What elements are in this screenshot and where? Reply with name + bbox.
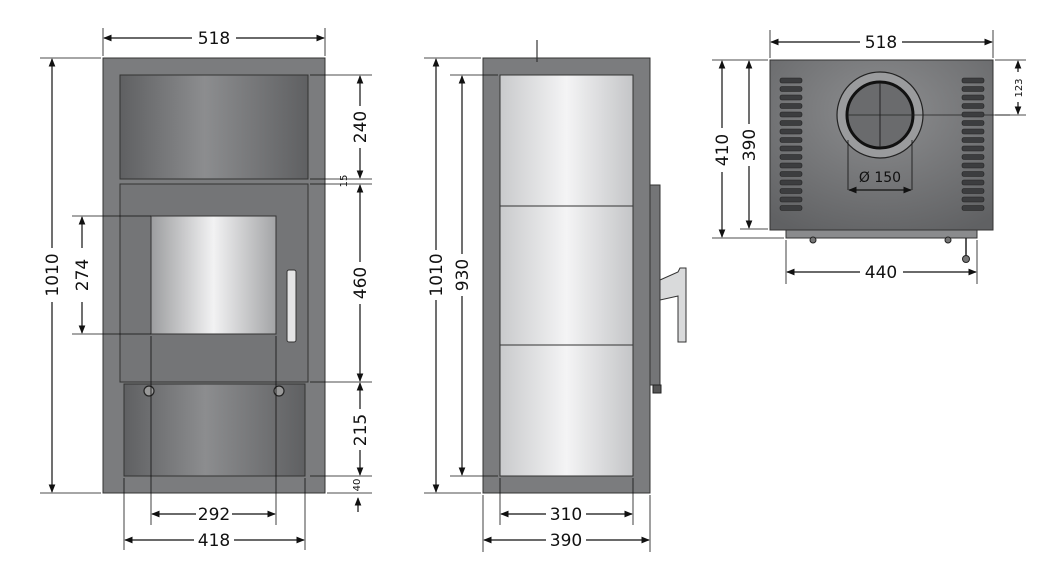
vent-slot bbox=[961, 86, 985, 92]
base-width-label: 418 bbox=[198, 531, 230, 551]
side-inner-height-label: 930 bbox=[453, 259, 473, 291]
lower-height-label: 215 bbox=[351, 414, 371, 446]
top-panel bbox=[119, 74, 309, 180]
vent-slot bbox=[779, 103, 803, 109]
window-width-label: 292 bbox=[198, 505, 230, 525]
hinge-left bbox=[143, 385, 155, 397]
vent-slot bbox=[961, 179, 985, 186]
vent-slot bbox=[961, 137, 985, 143]
top-view: 518 410 390 123 Ø 150 440 bbox=[712, 30, 1026, 284]
gap-label: 15 bbox=[339, 175, 350, 188]
vent-slot bbox=[961, 103, 985, 109]
plinth-label: 40 bbox=[352, 479, 363, 492]
top-width-label: 518 bbox=[865, 33, 897, 53]
vent-slots-right bbox=[961, 77, 985, 211]
vent-slot bbox=[779, 137, 803, 143]
vent-slot bbox=[779, 86, 803, 92]
front-width-label: 518 bbox=[198, 29, 230, 49]
vent-slot bbox=[961, 205, 985, 211]
top-panel-label: 240 bbox=[351, 111, 371, 143]
side-panel-middle bbox=[499, 205, 634, 346]
hinge-right bbox=[273, 385, 285, 397]
vent-slot bbox=[779, 154, 803, 160]
vent-slot bbox=[779, 188, 803, 194]
top-depth-label: 410 bbox=[713, 134, 733, 166]
front-height-label: 1010 bbox=[43, 253, 63, 296]
vent-slot bbox=[779, 111, 803, 118]
side-height-label: 1010 bbox=[427, 253, 447, 296]
vent-slot bbox=[961, 128, 985, 135]
vent-slot bbox=[961, 171, 985, 177]
vent-slot bbox=[961, 111, 985, 118]
foot-left bbox=[809, 236, 817, 244]
flue-diameter-label: Ø 150 bbox=[859, 170, 901, 186]
vent-slot bbox=[961, 154, 985, 160]
side-depth-label: 390 bbox=[550, 531, 582, 551]
door-window bbox=[150, 215, 277, 335]
top-base-width-label: 440 bbox=[865, 263, 897, 283]
top-inner-depth-label: 390 bbox=[740, 129, 760, 161]
foot-right bbox=[944, 236, 952, 244]
side-inner-width-label: 310 bbox=[550, 505, 582, 525]
side-view: 1010 930 310 390 bbox=[424, 40, 687, 552]
vent-slot bbox=[779, 120, 803, 126]
door-height-label: 460 bbox=[351, 267, 371, 299]
vent-slot bbox=[779, 162, 803, 169]
side-panel-bottom bbox=[499, 344, 634, 477]
vent-slot bbox=[961, 120, 985, 126]
lower-panel bbox=[123, 383, 306, 477]
vent-slots-left bbox=[779, 77, 803, 211]
front-view: 518 1010 274 240 15 460 215 40 292 418 bbox=[40, 28, 372, 551]
vent-slot bbox=[961, 162, 985, 169]
vent-slot bbox=[961, 196, 985, 203]
side-panel-top bbox=[499, 74, 634, 207]
side-hinge bbox=[652, 384, 662, 394]
vent-slot bbox=[961, 145, 985, 152]
door-edge bbox=[649, 184, 661, 386]
vent-slot bbox=[961, 77, 985, 84]
side-handle bbox=[659, 267, 687, 343]
vent-slot bbox=[779, 77, 803, 84]
vent-slot bbox=[779, 145, 803, 152]
adjuster-knob bbox=[962, 255, 970, 263]
vent-slot bbox=[779, 179, 803, 186]
vent-slot bbox=[961, 188, 985, 194]
vent-slot bbox=[779, 196, 803, 203]
vent-slot bbox=[779, 94, 803, 101]
vent-slot bbox=[779, 205, 803, 211]
vent-slot bbox=[779, 128, 803, 135]
window-height-label: 274 bbox=[73, 259, 93, 291]
vent-slot bbox=[961, 94, 985, 101]
door-handle bbox=[286, 269, 297, 343]
vent-slot bbox=[779, 171, 803, 177]
flue-offset-label: 123 bbox=[1014, 78, 1025, 97]
